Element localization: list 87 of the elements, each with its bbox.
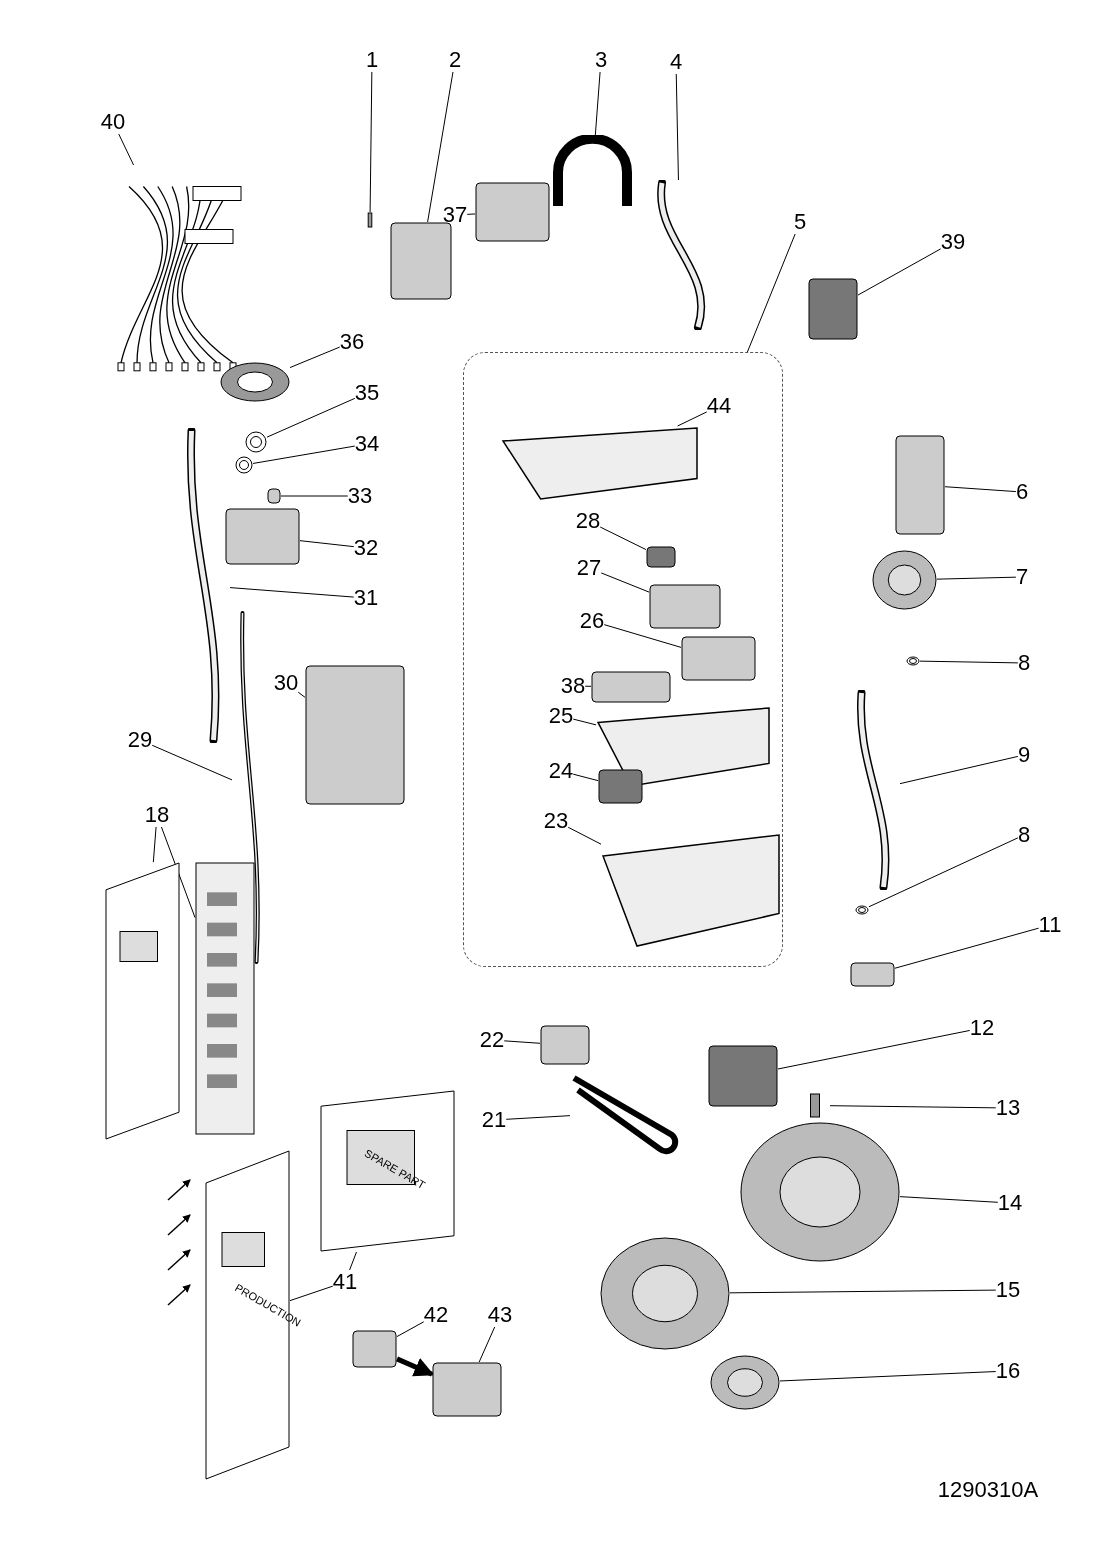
leader-line <box>936 576 1017 580</box>
leader-line <box>677 411 708 427</box>
leader-line <box>369 71 373 213</box>
callout-number: 29 <box>127 728 153 752</box>
leader-line <box>779 1371 997 1382</box>
leader-line <box>466 213 476 215</box>
leader-line <box>894 927 1040 969</box>
callout-number: 15 <box>995 1278 1021 1302</box>
callout-number: 8 <box>1017 651 1031 675</box>
leader-line <box>505 1115 571 1120</box>
leader-line <box>427 71 454 223</box>
callout-number: 8 <box>1017 823 1031 847</box>
callout-number: 37 <box>442 203 468 227</box>
callout-number: 42 <box>423 1303 449 1327</box>
callout-number: 2 <box>448 48 462 72</box>
callout-number: 22 <box>479 1028 505 1052</box>
leader-line <box>603 624 682 648</box>
callout-number: 33 <box>347 484 373 508</box>
arrow <box>396 1356 435 1377</box>
callout-number: 30 <box>273 671 299 695</box>
leader-line <box>857 248 942 296</box>
callout-number: 7 <box>1015 565 1029 589</box>
callout-number: 32 <box>353 536 379 560</box>
leader-line <box>572 773 599 782</box>
callout-number: 23 <box>543 809 569 833</box>
leader-line <box>599 526 647 551</box>
callout-number: 44 <box>706 394 732 418</box>
leader-line <box>899 755 1019 785</box>
leader-line <box>944 486 1017 493</box>
leader-line <box>478 1326 496 1363</box>
leader-line <box>567 826 602 845</box>
callout-number: 3 <box>594 48 608 72</box>
callout-number: 31 <box>353 586 379 610</box>
leader-line <box>289 1285 334 1302</box>
leader-line <box>152 826 157 863</box>
callout-number: 24 <box>548 759 574 783</box>
callout-number: 27 <box>576 556 602 580</box>
leader-line <box>584 685 592 687</box>
callout-number: 5 <box>793 210 807 234</box>
callout-number: 28 <box>575 509 601 533</box>
callout-number: 1 <box>365 48 379 72</box>
leader-line <box>151 744 233 781</box>
callout-number: 13 <box>995 1096 1021 1120</box>
leader-line <box>396 1321 425 1338</box>
callout-number: 26 <box>579 609 605 633</box>
callout-number: 18 <box>144 803 170 827</box>
leader-line <box>299 540 355 548</box>
drawing-number: 1290310A <box>937 1478 1039 1502</box>
leader-line <box>868 837 1019 908</box>
callout-number: 34 <box>354 432 380 456</box>
callout-number: 40 <box>100 110 126 134</box>
leader-line <box>280 495 349 497</box>
leader-line <box>777 1029 971 1070</box>
leader-line <box>349 1251 357 1271</box>
leader-line <box>746 233 796 353</box>
leader-line <box>229 587 355 598</box>
callout-number: 12 <box>969 1016 995 1040</box>
callout-number: 6 <box>1015 480 1029 504</box>
leader-line <box>160 826 196 919</box>
callout-number: 41 <box>332 1270 358 1294</box>
leader-line <box>729 1289 997 1294</box>
dashed-group-frame <box>463 352 783 967</box>
callout-number: 36 <box>339 330 365 354</box>
leader-line <box>675 73 679 181</box>
callout-number: 21 <box>481 1108 507 1132</box>
leader-line <box>572 718 597 726</box>
callout-number: 38 <box>560 674 586 698</box>
leader-line <box>252 445 356 464</box>
callout-number: 25 <box>548 704 574 728</box>
callout-number: 14 <box>997 1191 1023 1215</box>
callout-number: 39 <box>940 230 966 254</box>
leader-line <box>289 346 341 369</box>
leader-line <box>594 71 601 136</box>
callout-number: 16 <box>995 1359 1021 1383</box>
leader-line <box>600 572 650 593</box>
leader-line <box>297 691 306 698</box>
leader-line <box>503 1040 541 1044</box>
callout-number: 9 <box>1017 743 1031 767</box>
leader-line <box>919 660 1019 664</box>
leader-line <box>118 133 135 166</box>
callout-number: 35 <box>354 381 380 405</box>
leader-line <box>266 397 356 438</box>
callout-number: 43 <box>487 1303 513 1327</box>
leader-line <box>829 1105 997 1109</box>
callout-number: 11 <box>1038 913 1062 937</box>
callout-number: 4 <box>669 50 683 74</box>
leader-line <box>899 1196 999 1203</box>
